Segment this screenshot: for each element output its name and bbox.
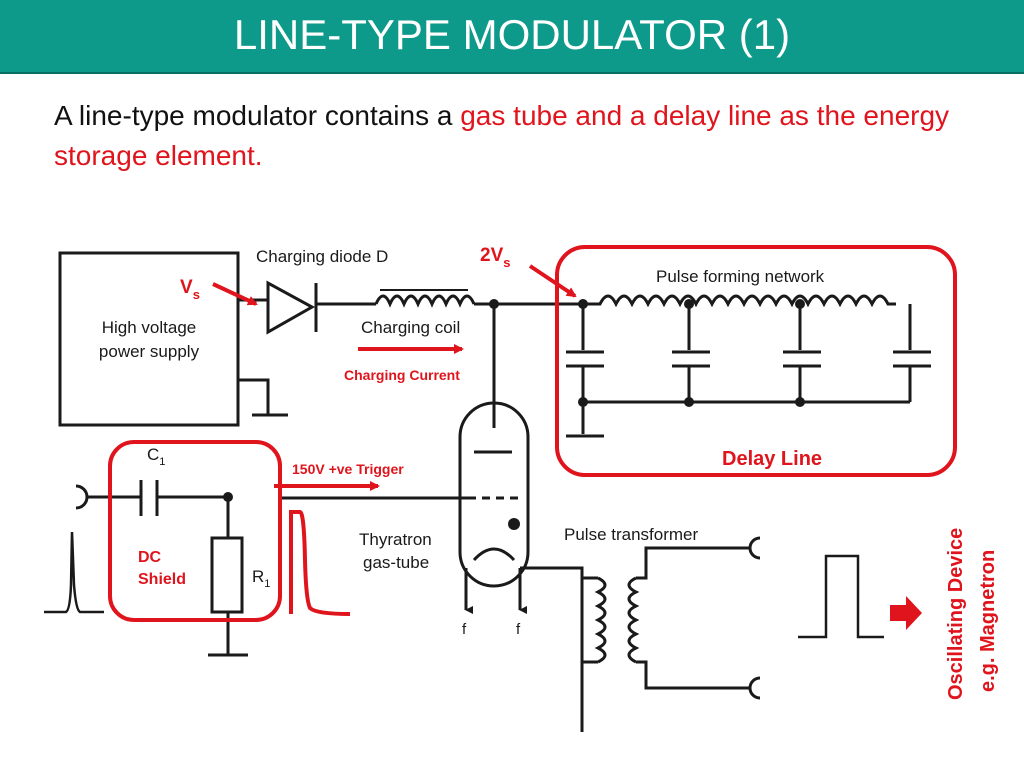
input-pulse-waveform (44, 531, 104, 614)
dc-shield-highlight-box (108, 440, 282, 622)
r1-resistor (210, 536, 244, 614)
charging-diode-symbol (266, 280, 316, 335)
transformer-primary (594, 576, 607, 664)
2vs-arrow (528, 264, 577, 298)
annotation-labels: Vs 2Vs Charging Current 150V +ve Trigger… (138, 245, 999, 700)
oscillating-device-label-1: Oscillating Device (945, 528, 967, 700)
charging-diode-label: Charging diode D (256, 247, 388, 266)
charging-current-label: Charging Current (344, 367, 460, 383)
dc-shield-label-1: DC (138, 549, 162, 566)
pfn-inductor-chain (590, 294, 896, 308)
filament-label-right: f (516, 621, 521, 638)
thyratron-label-1: Thyratron (359, 530, 432, 549)
intro-black-text: A line-type modulator contains a (54, 100, 461, 131)
filament-label-left: f (462, 621, 467, 638)
junction-dots (223, 299, 805, 530)
annotation-overlays (108, 245, 957, 622)
thyratron-envelope (458, 401, 530, 588)
r1-label: R1 (252, 567, 270, 590)
title-bar: LINE-TYPE MODULATOR (1) (0, 0, 1024, 74)
intro-highlight-text: gas tube and a delay line as the energy … (54, 100, 950, 171)
delay-line-highlight-box (555, 245, 957, 477)
intro-text: A line-type modulator contains a gas tub… (54, 96, 974, 176)
power-supply-label-1: High voltage (102, 318, 197, 337)
charging-coil-symbol (374, 294, 476, 308)
pulse-transformer-label: Pulse transformer (564, 525, 698, 544)
output-direction-arrow-icon (890, 596, 922, 630)
c1-label: C1 (147, 445, 165, 468)
power-supply-label-2: power supply (99, 342, 200, 361)
thyratron-label-2: gas-tube (363, 553, 429, 572)
circuit-labels: High voltage power supply Charging diode… (99, 247, 825, 638)
oscillating-device-label-2: e.g. Magnetron (977, 550, 999, 692)
vs-label: Vs (180, 277, 200, 302)
trigger-label: 150V +ve Trigger (292, 461, 404, 477)
dc-shield-label-2: Shield (138, 571, 186, 588)
charging-coil-label: Charging coil (361, 318, 460, 337)
transformer-secondary (627, 576, 640, 664)
2vs-label: 2Vs (480, 245, 510, 270)
output-pulse-waveform (798, 554, 884, 639)
vs-arrow (212, 282, 258, 306)
power-supply-box (58, 251, 240, 427)
pfn-label: Pulse forming network (656, 267, 825, 286)
slide-title: LINE-TYPE MODULATOR (1) (233, 11, 791, 58)
trigger-pulse-waveform (289, 510, 351, 616)
delay-line-label: Delay Line (722, 448, 822, 470)
